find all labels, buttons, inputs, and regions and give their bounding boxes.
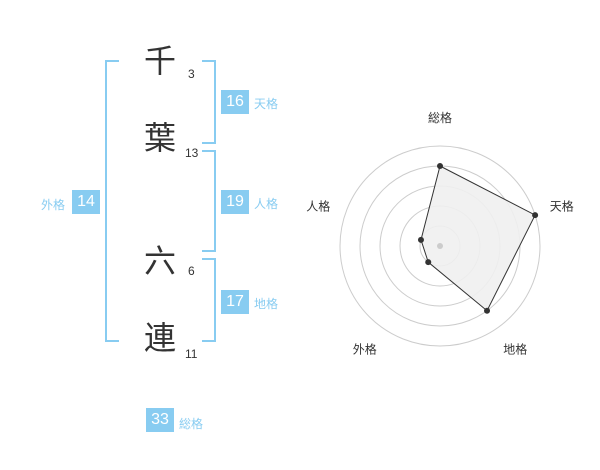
name-char-4: 連 [143, 319, 176, 357]
jinkaku-value: 19 [221, 190, 249, 214]
radar-point-5 [417, 236, 424, 243]
radar-point-3 [484, 307, 491, 314]
tenkaku-bracket [202, 60, 216, 144]
radar-axis-label-3: 地格 [503, 342, 527, 357]
soukaku-value: 33 [146, 408, 174, 432]
radar-center-dot [437, 243, 443, 249]
chikaku-value: 17 [221, 290, 249, 314]
jinkaku-label: 人格 [254, 197, 279, 211]
radar-point-1 [437, 163, 443, 169]
name-char-3: 六 [143, 242, 176, 280]
radar-point-2 [532, 212, 539, 219]
name-char-2: 葉 [143, 119, 176, 157]
chikaku-label: 地格 [254, 297, 279, 311]
stroke-count-2: 13 [185, 146, 199, 160]
stroke-count-3: 6 [188, 264, 195, 278]
radar-axis-label-2: 天格 [550, 198, 574, 213]
radar-ring [339, 145, 541, 347]
radar-series-area [420, 165, 536, 312]
stroke-count-4: 11 [185, 347, 198, 361]
soukaku-label: 総格 [179, 417, 204, 431]
tenkaku-label: 天格 [254, 97, 279, 111]
gaikaku-value: 14 [72, 190, 100, 214]
gaikaku-bracket [105, 60, 119, 342]
name-char-1: 千 [143, 42, 176, 80]
radar-axis-label-1: 総格 [428, 110, 452, 125]
jinkaku-bracket [202, 150, 216, 252]
radar-axis-label-4: 外格 [353, 342, 377, 357]
radar-axis-label-5: 人格 [306, 198, 330, 213]
radar-point-4 [425, 259, 432, 266]
tenkaku-value: 16 [221, 90, 249, 114]
gaikaku-label: 外格 [41, 198, 66, 212]
stroke-count-1: 3 [188, 67, 195, 81]
chikaku-bracket [202, 258, 216, 342]
